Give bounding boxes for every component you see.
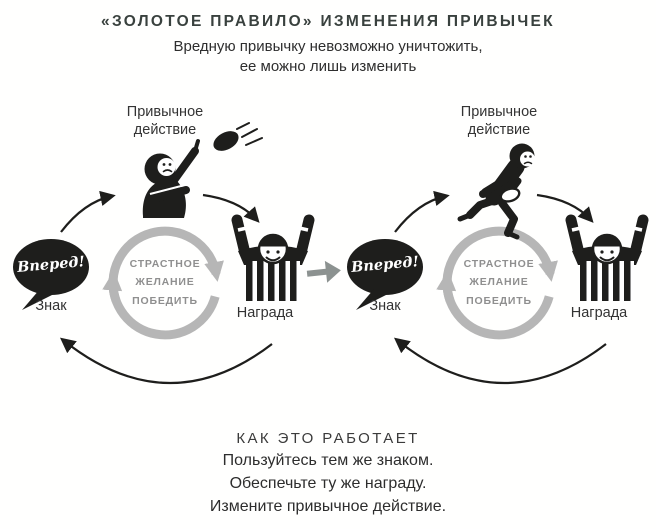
- speech-bubble-icon: [13, 239, 89, 310]
- page-title: «ЗОЛОТОЕ ПРАВИЛО» ИЗМЕНЕНИЯ ПРИВЫЧЕК: [101, 13, 555, 30]
- arrow-reward-to-cue: [59, 337, 273, 385]
- arrow-cue-to-routine: [60, 190, 116, 233]
- referee-icon: [565, 214, 649, 301]
- how-it-works-line: Обеспечьте ту же награду.: [229, 475, 427, 492]
- reward-label: Награда: [236, 305, 294, 321]
- craving-label: СТРАСТНОЕ ЖЕЛАНИЕ ПОБЕДИТЬ: [129, 258, 201, 307]
- arrow-reward-to-cue: [393, 337, 607, 385]
- craving-ring-icon: [436, 226, 558, 340]
- referee-icon: [231, 214, 315, 301]
- how-it-works-line: Измените привычное действие.: [209, 498, 447, 515]
- reward-label: Награда: [570, 305, 628, 321]
- how-it-works-line: Пользуйтесь тем же знаком.: [222, 452, 434, 469]
- craving-label: СТРАСТНОЕ ЖЕЛАНИЕ ПОБЕДИТЬ: [463, 258, 535, 307]
- football-thrower-icon: [142, 122, 263, 218]
- transform-right-arrow-icon: [306, 260, 341, 283]
- how-it-works-heading: КАК ЭТО РАБОТАЕТ: [236, 430, 420, 447]
- habit-loop-after-graphic: [347, 143, 649, 385]
- arrow-cue-to-routine: [394, 190, 450, 233]
- habit-loop-before-graphic: [13, 122, 315, 385]
- habit-loop-after: Привычное действие Вперед! Знак СТРАСТНО…: [334, 95, 656, 407]
- arrow-routine-to-reward: [536, 193, 594, 223]
- cue-label: Знак: [369, 298, 401, 314]
- football-runner-icon: [457, 143, 535, 240]
- arrow-routine-to-reward: [202, 193, 260, 223]
- speech-bubble-icon: [347, 239, 423, 310]
- page-subtitle-line1: Вредную привычку невозможно уничтожить,: [173, 38, 483, 55]
- craving-ring-icon: [102, 226, 224, 340]
- page-subtitle-line2: ее можно лишь изменить: [239, 58, 417, 75]
- cue-label: Знак: [35, 298, 67, 314]
- habit-loop-before: Привычное действие Вперед! Знак СТРАСТНО…: [0, 95, 336, 407]
- routine-label: Привычное действие: [460, 104, 538, 139]
- routine-label: Привычное действие: [126, 104, 204, 139]
